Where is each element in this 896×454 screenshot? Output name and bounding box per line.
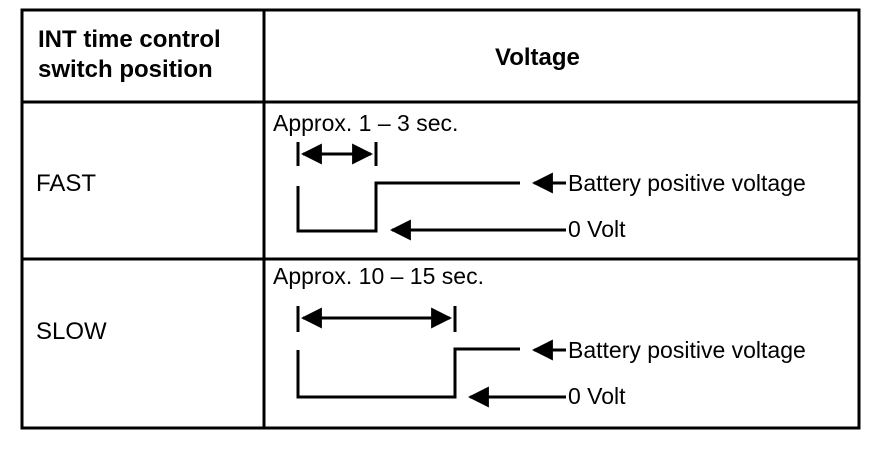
header-col1-line1: INT time control <box>38 26 221 53</box>
slow-timing-label: Approx. 10 – 15 sec. <box>273 263 484 289</box>
fast-timing-label: Approx. 1 – 3 sec. <box>273 110 459 136</box>
fast-low-label: 0 Volt <box>568 216 626 242</box>
header-col1-line2: switch position <box>38 56 213 83</box>
slow-waveform <box>296 306 566 408</box>
header-col2: Voltage <box>495 44 580 71</box>
fast-waveform <box>296 142 566 241</box>
row-position-fast: FAST <box>36 170 97 197</box>
fast-pulse-line <box>296 181 520 233</box>
table-border <box>20 8 861 430</box>
row-position-slow: SLOW <box>36 318 107 345</box>
fast-high-label: Battery positive voltage <box>568 170 806 196</box>
slow-high-label: Battery positive voltage <box>568 337 806 363</box>
slow-pulse-line <box>296 347 520 399</box>
slow-low-label: 0 Volt <box>568 383 626 409</box>
